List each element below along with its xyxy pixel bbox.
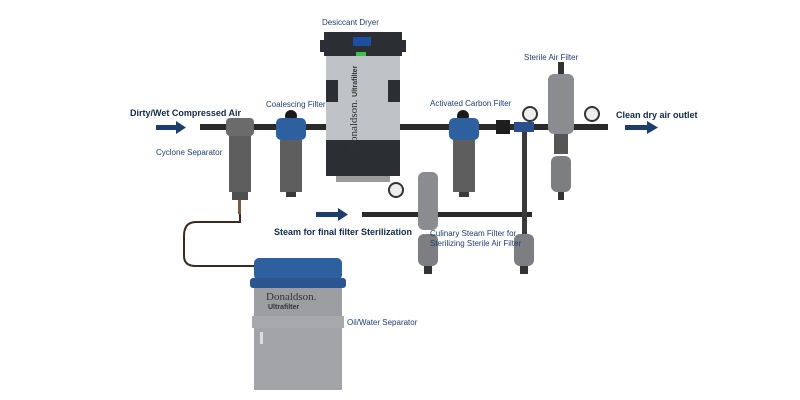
- desiccant-dryer-unit: [320, 32, 406, 182]
- steam-pipe: [362, 212, 532, 217]
- outlet-label: Clean dry air outlet: [616, 110, 698, 120]
- dryer-product-name: Ultrafilter: [352, 65, 359, 97]
- sterile-air-filter-label: Sterile Air Filter: [524, 53, 579, 62]
- drain-hose: [183, 210, 256, 267]
- coalescing-filter-label: Coalescing Filter: [266, 100, 326, 109]
- sterile-air-filter-unit: [548, 62, 574, 200]
- separator-brand-name: Donaldson.: [266, 291, 317, 303]
- activated-carbon-filter-label: Activated Carbon Filter: [430, 99, 512, 108]
- culinary-steam-filter-label-2: Sterilizing Sterile Air Filter: [430, 239, 522, 248]
- steam-riser: [522, 130, 527, 260]
- inlet-arrow: [156, 121, 186, 134]
- main-air-pipe: [200, 124, 608, 130]
- oil-water-separator-label: Oil/Water Separator: [347, 318, 418, 327]
- outlet-arrow: [625, 121, 658, 134]
- dryer-brand: Donaldson. Ultrafilter: [348, 66, 360, 150]
- coalescing-filter-unit: [276, 110, 306, 197]
- cyclone-separator-label: Cyclone Separator: [156, 148, 223, 157]
- desiccant-dryer-label: Desiccant Dryer: [322, 18, 379, 27]
- cyclone-separator-unit: [226, 118, 254, 214]
- culinary-steam-filter-unit: [418, 172, 438, 274]
- dryer-brand-name: Donaldson.: [348, 99, 360, 150]
- activated-carbon-filter-unit: [449, 110, 479, 197]
- culinary-steam-filter-label-1: Culinary Steam Filter for: [430, 229, 517, 238]
- inlet-label: Dirty/Wet Compressed Air: [130, 108, 242, 118]
- pressure-gauge: [388, 106, 600, 198]
- steam-arrow: [316, 208, 348, 221]
- separator-product-name: Ultrafilter: [268, 304, 300, 311]
- oil-water-separator-unit: [250, 258, 346, 390]
- steam-label: Steam for final filter Sterilization: [274, 227, 413, 237]
